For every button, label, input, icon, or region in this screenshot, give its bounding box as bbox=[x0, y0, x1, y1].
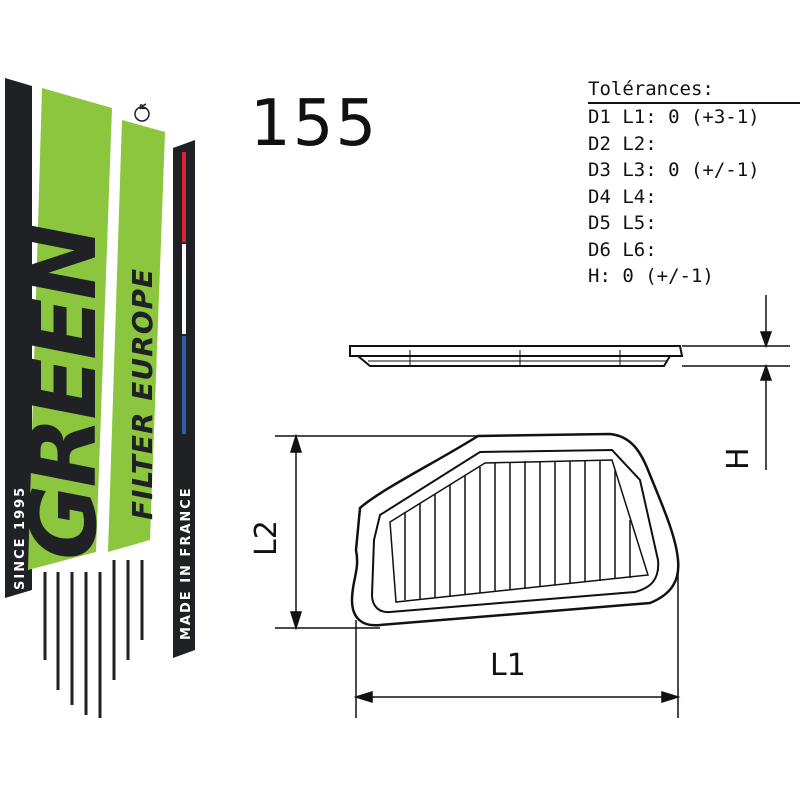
tolerances-table: Tolérances: D1 L1: 0 (+3-1) D2 L2: D3 L3… bbox=[588, 77, 800, 290]
tolerance-row: D5 L5: bbox=[588, 212, 657, 234]
l1-label: L1 bbox=[490, 648, 526, 683]
flag-white-stripe bbox=[182, 244, 186, 334]
logo-filter-europe-band: FILTER EUROPE bbox=[108, 120, 165, 552]
l2-label: L2 bbox=[249, 520, 284, 556]
tolerance-row: D3 L3: 0 (+/-1) bbox=[588, 159, 760, 181]
logo-speed-stripes bbox=[43, 560, 144, 718]
tolerances-title: Tolérances: bbox=[588, 77, 800, 104]
flag-red-stripe bbox=[182, 152, 186, 242]
logo-since-text: SINCE 1995 bbox=[13, 486, 28, 590]
logo-black-band bbox=[5, 78, 32, 598]
registered-mark-circle bbox=[134, 106, 150, 122]
tolerance-row: D2 L2: bbox=[588, 132, 657, 155]
logo-green-wordmark: GREEN bbox=[10, 88, 117, 570]
filter-pleats bbox=[404, 460, 631, 600]
svg-text:GREEN: GREEN bbox=[10, 224, 117, 560]
tolerance-row: H: 0 (+/-1) bbox=[588, 265, 714, 287]
filter-top-view bbox=[350, 432, 680, 627]
tolerance-row: D1 L1: 0 (+3-1) bbox=[588, 106, 760, 128]
h-label: H bbox=[721, 447, 756, 470]
flag-blue-stripe bbox=[182, 336, 186, 434]
model-number: 155 bbox=[250, 87, 379, 161]
tolerance-row: D6 L6: bbox=[588, 238, 657, 261]
l1-dimension bbox=[353, 560, 681, 718]
filter-side-view bbox=[349, 345, 684, 367]
l2-dimension bbox=[275, 433, 478, 631]
tolerance-row: D4 L4: bbox=[588, 185, 657, 208]
svg-text:FILTER EUROPE: FILTER EUROPE bbox=[126, 268, 159, 520]
logo-made-in-text: MADE IN FRANCE bbox=[179, 486, 194, 640]
h-dimension bbox=[682, 295, 790, 470]
registered-mark: R bbox=[139, 103, 149, 110]
